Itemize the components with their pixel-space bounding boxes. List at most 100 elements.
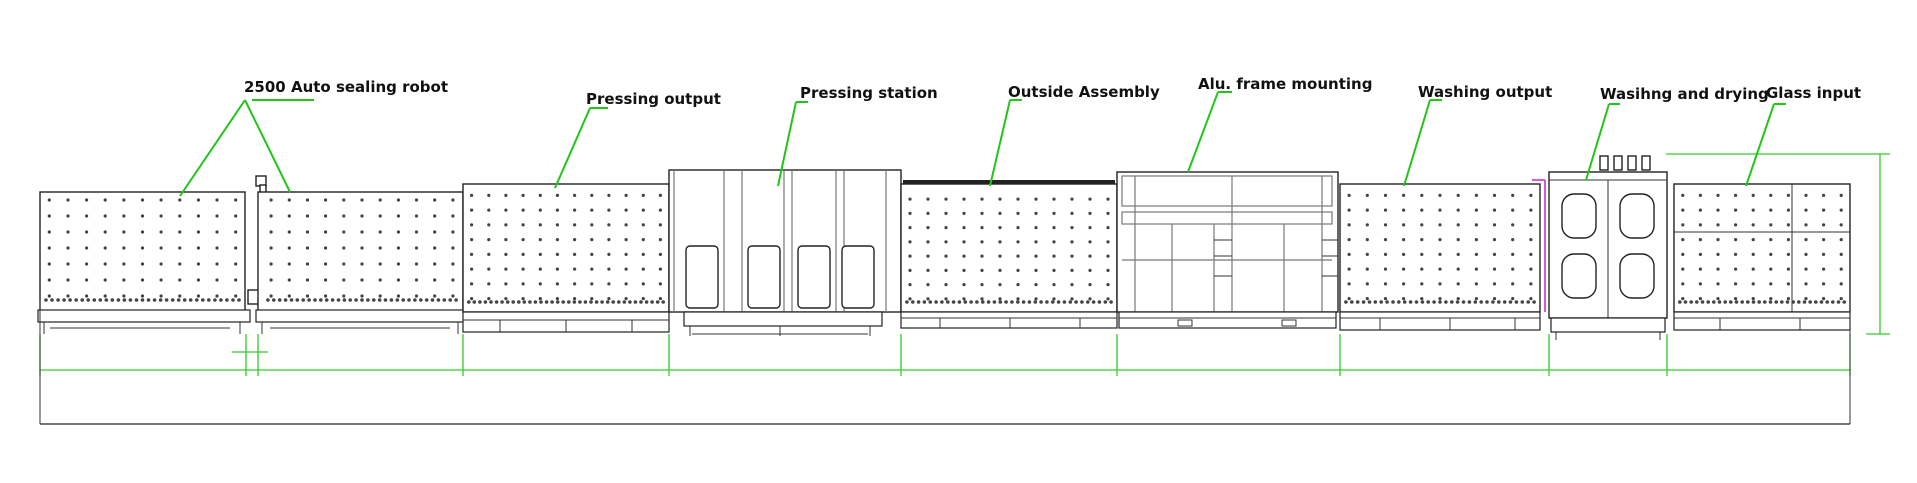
bottom-roller — [522, 300, 527, 304]
bottom-roller — [1385, 300, 1389, 304]
roller-dot — [1511, 223, 1515, 227]
roller-dot — [470, 238, 474, 242]
roller-dot — [196, 198, 200, 202]
roller-dot — [1052, 283, 1056, 287]
bottom-roller — [567, 300, 571, 304]
roller-dot — [1769, 193, 1773, 197]
bottom-roller — [1039, 300, 1043, 304]
bottom-roller — [483, 300, 488, 304]
roller-dot — [1052, 297, 1056, 301]
roller-dot — [414, 198, 419, 202]
roller-dot — [1383, 252, 1388, 256]
roller-dot — [470, 208, 474, 212]
roller-dot — [1070, 211, 1074, 215]
roller-dot — [66, 262, 70, 266]
pressing-output-section — [462, 183, 670, 333]
bottom-roller — [1438, 300, 1442, 304]
roller-dot — [1070, 283, 1074, 287]
roller-dot — [555, 223, 560, 227]
roller-dot — [305, 198, 310, 202]
roller-dot — [573, 238, 577, 242]
roller-dot — [269, 294, 273, 298]
roller-dot — [159, 294, 163, 298]
bottom-roller — [1683, 300, 1688, 304]
bottom-roller — [583, 300, 588, 304]
callout-leaders — [179, 91, 1786, 197]
bottom-roller — [377, 298, 382, 302]
roller-dot — [66, 294, 70, 298]
roller-dot — [85, 294, 89, 298]
roller-dot — [1681, 193, 1685, 197]
roller-dot — [396, 214, 400, 218]
roller-dot — [607, 238, 611, 242]
roller-dot — [1529, 297, 1533, 301]
roller-dot — [658, 267, 663, 271]
roller-dot — [1016, 268, 1020, 272]
roller-dot — [234, 246, 238, 250]
roller-dot — [1052, 254, 1056, 258]
roller-dot — [47, 230, 51, 234]
roller-dot — [1786, 193, 1790, 197]
bottom-roller — [605, 300, 610, 304]
bottom-roller — [401, 298, 406, 302]
roller-dot — [1402, 193, 1406, 197]
roller-dot — [1347, 193, 1351, 197]
roller-dot — [1529, 282, 1533, 286]
roller-dot — [1804, 238, 1808, 242]
bottom-roller — [1027, 300, 1032, 304]
roller-dot — [998, 283, 1002, 287]
bottom-roller — [1062, 300, 1067, 304]
roller-dot — [85, 198, 89, 202]
roller-dot — [624, 238, 628, 242]
bottom-roller — [1751, 300, 1756, 304]
roller-dot — [470, 252, 474, 256]
roller-dot — [287, 214, 291, 218]
roller-dot — [1052, 240, 1056, 244]
roller-dot — [234, 294, 238, 298]
bottom-roller — [1712, 300, 1716, 304]
bottom-roller — [104, 298, 109, 302]
roller-dot — [360, 278, 364, 282]
roller-dot — [624, 267, 628, 271]
roller-dot — [140, 230, 145, 234]
roller-dot — [538, 208, 542, 212]
roller-dot — [1511, 252, 1515, 256]
roller-dot — [433, 230, 437, 234]
roller-dot — [1822, 223, 1826, 227]
roller-dot — [305, 230, 310, 234]
roller-dot-grid — [1678, 193, 1846, 304]
roller-dot — [1365, 252, 1369, 256]
roller-dot — [944, 226, 948, 230]
bottom-roller — [195, 298, 199, 302]
roller-dot — [1681, 252, 1685, 256]
bottom-roller — [916, 300, 921, 304]
roller-dot — [1438, 267, 1442, 271]
roller-dot — [66, 246, 70, 250]
alu-frame-mounting-section — [1116, 171, 1339, 329]
roller-dot — [1420, 252, 1424, 256]
bottom-roller — [1103, 300, 1108, 304]
roller-dot — [487, 297, 491, 301]
roller-dot — [624, 193, 628, 197]
label-washing-output: Washing output — [1418, 83, 1552, 101]
roller-dot-grid — [266, 198, 458, 302]
roller-dot — [1681, 223, 1685, 227]
roller-dot — [1734, 297, 1738, 301]
roller-dot — [1034, 283, 1038, 287]
bottom-roller — [1729, 300, 1733, 304]
bottom-roller — [342, 298, 347, 302]
roller-dot — [1347, 282, 1351, 286]
roller-dot — [521, 193, 525, 197]
roller-dot — [944, 197, 948, 201]
bottom-roller — [661, 300, 665, 304]
roller-dot — [433, 198, 437, 202]
roller-dot — [1438, 193, 1442, 197]
roller-dot — [641, 238, 645, 242]
roller-dot — [590, 252, 594, 256]
roller-dot — [1822, 193, 1826, 197]
bottom-roller — [957, 300, 962, 304]
roller-dot — [1420, 208, 1424, 212]
roller-dot — [573, 282, 577, 286]
bottom-roller — [1802, 300, 1807, 304]
bottom-roller — [922, 300, 927, 304]
